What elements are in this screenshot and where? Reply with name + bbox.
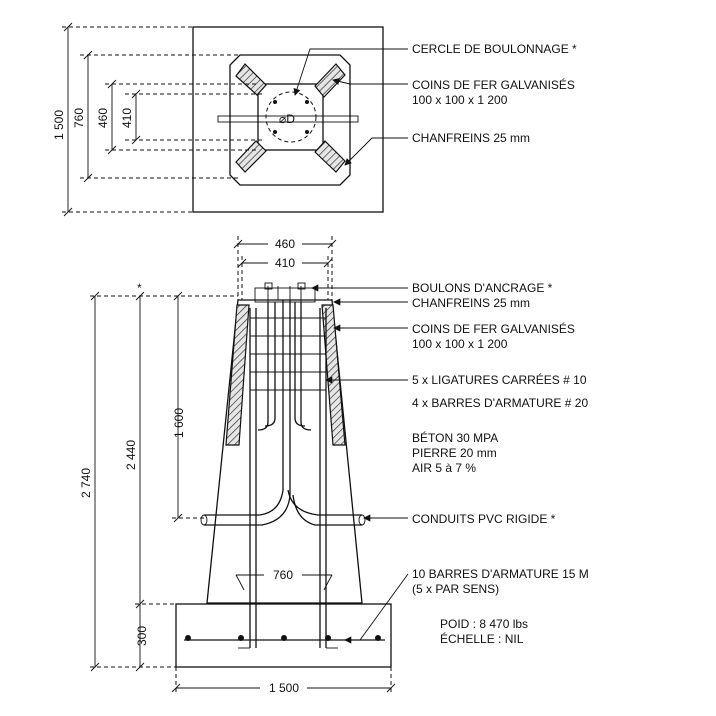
- plan-label-corners-2: 100 x 100 x 1 200: [412, 93, 508, 107]
- plan-label-corners-1: COINS DE FER GALVANISÉS: [412, 77, 575, 92]
- elev-label-stone: PIERRE 20 mm: [412, 446, 497, 460]
- plan-footing-outline: [192, 26, 384, 213]
- plan-conduit: [217, 115, 359, 123]
- conduit-left: [204, 300, 284, 516]
- plan-label-chamfers: CHANFREINS 25 mm: [412, 131, 530, 145]
- anchor-bolt-plate: [254, 287, 316, 303]
- plan-bolt-diameter-label: ⌀D: [279, 112, 295, 126]
- elev-label-scale: ÉCHELLE : NIL: [440, 631, 524, 646]
- elev-corner-left: [225, 304, 250, 446]
- elev-label-bars15-2: (5 x PAR SENS): [412, 582, 499, 596]
- plan-dim-1500: 1 500: [52, 110, 66, 140]
- elev-dim-2440: 2 440: [124, 440, 138, 470]
- elev-dim-460: 460: [275, 237, 295, 251]
- elev-label-weight: POID : 8 470 lbs: [440, 617, 528, 631]
- plan-bolt: [273, 130, 277, 134]
- elev-dim-410: 410: [275, 256, 295, 270]
- plan-corner-br: [314, 140, 346, 173]
- elev-label-concrete: BÉTON 30 MPA: [412, 430, 498, 445]
- rebar-15m: [281, 635, 287, 641]
- rebar-15m: [238, 635, 244, 641]
- elev-label-bars20: 4 x BARRES D'ARMATURE # 20: [412, 396, 588, 410]
- elev-corner-right: [321, 304, 346, 446]
- elev-label-chamfers: CHANFREINS 25 mm: [412, 296, 530, 310]
- elev-dim-300: 300: [135, 626, 149, 646]
- plan-bolt: [273, 100, 277, 104]
- plan-bolt: [305, 130, 309, 134]
- plan-dim-760: 760: [72, 108, 86, 128]
- plan-bolt-circle: [265, 91, 317, 143]
- plan-column-outline: [229, 54, 351, 186]
- plan-corner-bl: [235, 140, 267, 173]
- plan-view: ⌀D 1 500 760 460 410 CERCLE DE BOU: [52, 22, 577, 217]
- elev-label-corners-2: 100 x 100 x 1 200: [412, 337, 508, 351]
- rebar-15m: [375, 635, 381, 641]
- elev-star: *: [137, 281, 142, 295]
- pedestal-outline: [206, 299, 363, 604]
- plan-label-bolt-circle: CERCLE DE BOULONNAGE *: [412, 42, 577, 56]
- plan-corner-tl: [235, 63, 267, 96]
- plan-dim-410: 410: [120, 108, 134, 128]
- elev-label-corners-1: COINS DE FER GALVANISÉS: [412, 321, 575, 336]
- rebar-15m: [325, 635, 331, 641]
- elev-label-air: AIR 5 à 7 %: [412, 461, 476, 475]
- elev-label-ties: 5 x LIGATURES CARRÉES # 10: [412, 372, 587, 387]
- rebar-15m: [185, 635, 191, 641]
- elev-dim-1500: 1 500: [269, 681, 299, 695]
- plan-dim-460: 460: [96, 108, 110, 128]
- elev-label-conduits: CONDUITS PVC RIGIDE *: [412, 512, 556, 526]
- elev-label-anchor-bolts: BOULONS D'ANCRAGE *: [412, 281, 553, 295]
- elev-dim-2740: 2 740: [79, 468, 93, 498]
- elev-dim-760: 760: [273, 568, 293, 582]
- elevation-view: 460 410: [79, 236, 589, 695]
- conduit-right: [287, 489, 362, 516]
- plan-bolt: [305, 100, 309, 104]
- plan-inner-square: [257, 83, 324, 151]
- plan-corner-tr: [314, 63, 346, 98]
- footing-outline: [175, 603, 392, 668]
- elev-dim-1600: 1 600: [172, 408, 186, 438]
- elev-label-bars15-1: 10 BARRES D'ARMATURE 15 M: [412, 567, 589, 581]
